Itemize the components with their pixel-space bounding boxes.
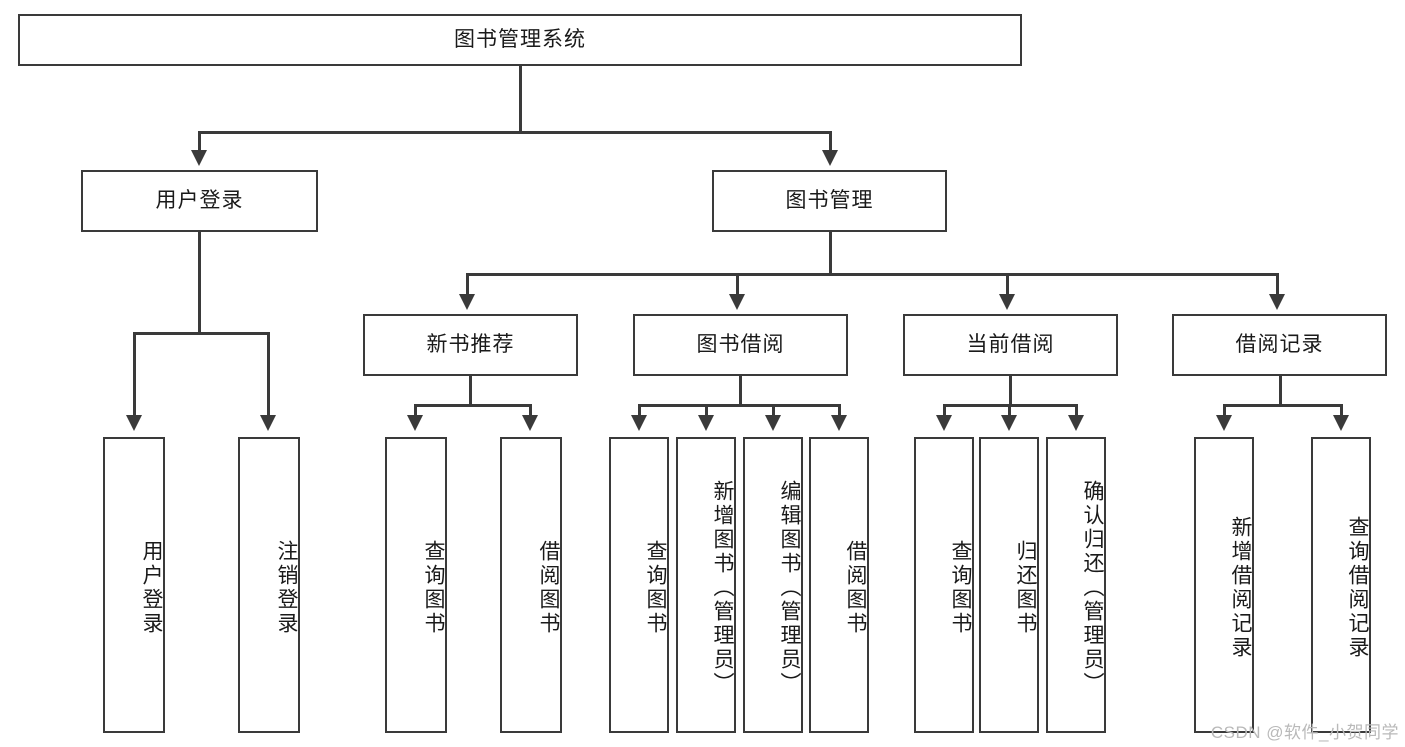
node-label: 当前借阅 xyxy=(966,332,1055,356)
arrowhead-new-book-leaf-2 xyxy=(522,415,538,431)
arrowhead-borrow-record-leaf-2 xyxy=(1333,415,1349,431)
node-book-borrow[interactable]: 图书借阅 xyxy=(633,314,848,376)
node-label: 查询借阅记录 xyxy=(1346,516,1369,660)
arrowhead-book-borrow-leaf-4 xyxy=(831,415,847,431)
leaf-book-borrow-query[interactable]: 查询图书 xyxy=(609,437,669,733)
node-current-borrow[interactable]: 当前借阅 xyxy=(903,314,1118,376)
leaf-book-edit-admin[interactable]: 编辑图书（管理员） xyxy=(743,437,803,733)
arrowhead-to-new-book-recommend xyxy=(459,294,475,310)
node-label: 编辑图书（管理员） xyxy=(778,480,801,696)
node-label: 确认归还（管理员） xyxy=(1081,480,1104,696)
connector-new-book-leaf-1 xyxy=(414,404,417,418)
connector-current-borrow-leaf-1 xyxy=(943,404,946,418)
arrowhead-new-book-leaf-1 xyxy=(407,415,423,431)
connector-root-to-user-login xyxy=(198,131,201,153)
leaf-book-add-admin[interactable]: 新增图书（管理员） xyxy=(676,437,736,733)
leaf-current-borrow-query[interactable]: 查询图书 xyxy=(914,437,974,733)
node-label: 图书管理 xyxy=(785,188,874,212)
node-label: 图书借阅 xyxy=(696,332,785,356)
connector-root-bus xyxy=(198,131,832,134)
connector-book-mgmt-to-book-borrow xyxy=(736,273,739,297)
node-new-book-recommend[interactable]: 新书推荐 xyxy=(363,314,578,376)
connector-user-login-leaf-2 xyxy=(267,332,270,418)
node-label: 用户登录 xyxy=(140,540,163,636)
arrowhead-user-login-leaf-1 xyxy=(126,415,142,431)
node-label: 用户登录 xyxy=(155,188,244,212)
arrowhead-to-current-borrow xyxy=(999,294,1015,310)
connector-borrow-record-stem xyxy=(1279,376,1282,407)
connector-new-book-stem xyxy=(469,376,472,407)
node-label: 注销登录 xyxy=(275,540,298,636)
node-label: 新增借阅记录 xyxy=(1229,516,1252,660)
connector-current-borrow-leaf-3 xyxy=(1075,404,1078,418)
leaf-new-book-query[interactable]: 查询图书 xyxy=(385,437,447,733)
node-label: 借阅记录 xyxy=(1235,332,1324,356)
arrowhead-book-borrow-leaf-3 xyxy=(765,415,781,431)
connector-book-mgmt-stem xyxy=(829,232,832,276)
arrowhead-user-login-leaf-2 xyxy=(260,415,276,431)
connector-borrow-record-bus xyxy=(1223,404,1343,407)
node-borrow-record[interactable]: 借阅记录 xyxy=(1172,314,1387,376)
connector-book-mgmt-to-new-book xyxy=(466,273,469,297)
node-label: 新书推荐 xyxy=(426,332,515,356)
leaf-new-book-borrow[interactable]: 借阅图书 xyxy=(500,437,562,733)
arrowhead-current-borrow-leaf-3 xyxy=(1068,415,1084,431)
connector-book-borrow-leaf-3 xyxy=(772,404,775,418)
connector-book-borrow-leaf-1 xyxy=(638,404,641,418)
leaf-book-borrow-action[interactable]: 借阅图书 xyxy=(809,437,869,733)
arrowhead-to-user-login xyxy=(191,150,207,166)
node-label: 查询图书 xyxy=(422,540,445,636)
connector-user-login-stem xyxy=(198,232,201,335)
connector-user-login-leaf-1 xyxy=(133,332,136,418)
leaf-confirm-return-admin[interactable]: 确认归还（管理员） xyxy=(1046,437,1106,733)
node-root-system[interactable]: 图书管理系统 xyxy=(18,14,1022,66)
node-label: 借阅图书 xyxy=(844,540,867,636)
connector-book-mgmt-to-current-borrow xyxy=(1006,273,1009,297)
arrowhead-to-book-mgmt xyxy=(822,150,838,166)
arrowhead-book-borrow-leaf-2 xyxy=(698,415,714,431)
connector-new-book-leaf-2 xyxy=(529,404,532,418)
node-label: 查询图书 xyxy=(644,540,667,636)
connector-borrow-record-leaf-1 xyxy=(1223,404,1226,418)
leaf-user-logout[interactable]: 注销登录 xyxy=(238,437,300,733)
arrowhead-to-borrow-record xyxy=(1269,294,1285,310)
node-label: 归还图书 xyxy=(1014,540,1037,636)
arrowhead-current-borrow-leaf-1 xyxy=(936,415,952,431)
arrowhead-book-borrow-leaf-1 xyxy=(631,415,647,431)
connector-book-borrow-bus xyxy=(638,404,841,407)
connector-root-to-book-mgmt xyxy=(829,131,832,153)
connector-book-borrow-leaf-2 xyxy=(705,404,708,418)
connector-book-mgmt-to-borrow-record xyxy=(1276,273,1279,297)
node-label: 借阅图书 xyxy=(537,540,560,636)
leaf-add-borrow-record[interactable]: 新增借阅记录 xyxy=(1194,437,1254,733)
node-label: 图书管理系统 xyxy=(454,27,586,51)
connector-book-borrow-leaf-4 xyxy=(838,404,841,418)
node-book-management[interactable]: 图书管理 xyxy=(712,170,947,232)
connector-borrow-record-leaf-2 xyxy=(1340,404,1343,418)
node-label: 新增图书（管理员） xyxy=(711,480,734,696)
connector-root-stem xyxy=(519,66,522,134)
connector-book-borrow-stem xyxy=(739,376,742,407)
leaf-query-borrow-record[interactable]: 查询借阅记录 xyxy=(1311,437,1371,733)
leaf-user-login[interactable]: 用户登录 xyxy=(103,437,165,733)
arrowhead-current-borrow-leaf-2 xyxy=(1001,415,1017,431)
connector-user-login-bus xyxy=(133,332,270,335)
connector-current-borrow-stem xyxy=(1009,376,1012,407)
leaf-return-book[interactable]: 归还图书 xyxy=(979,437,1039,733)
node-label: 查询图书 xyxy=(949,540,972,636)
connector-book-mgmt-bus xyxy=(466,273,1279,276)
arrowhead-borrow-record-leaf-1 xyxy=(1216,415,1232,431)
connector-current-borrow-leaf-2 xyxy=(1008,404,1011,418)
arrowhead-to-book-borrow xyxy=(729,294,745,310)
connector-new-book-bus xyxy=(414,404,532,407)
node-user-login[interactable]: 用户登录 xyxy=(81,170,318,232)
